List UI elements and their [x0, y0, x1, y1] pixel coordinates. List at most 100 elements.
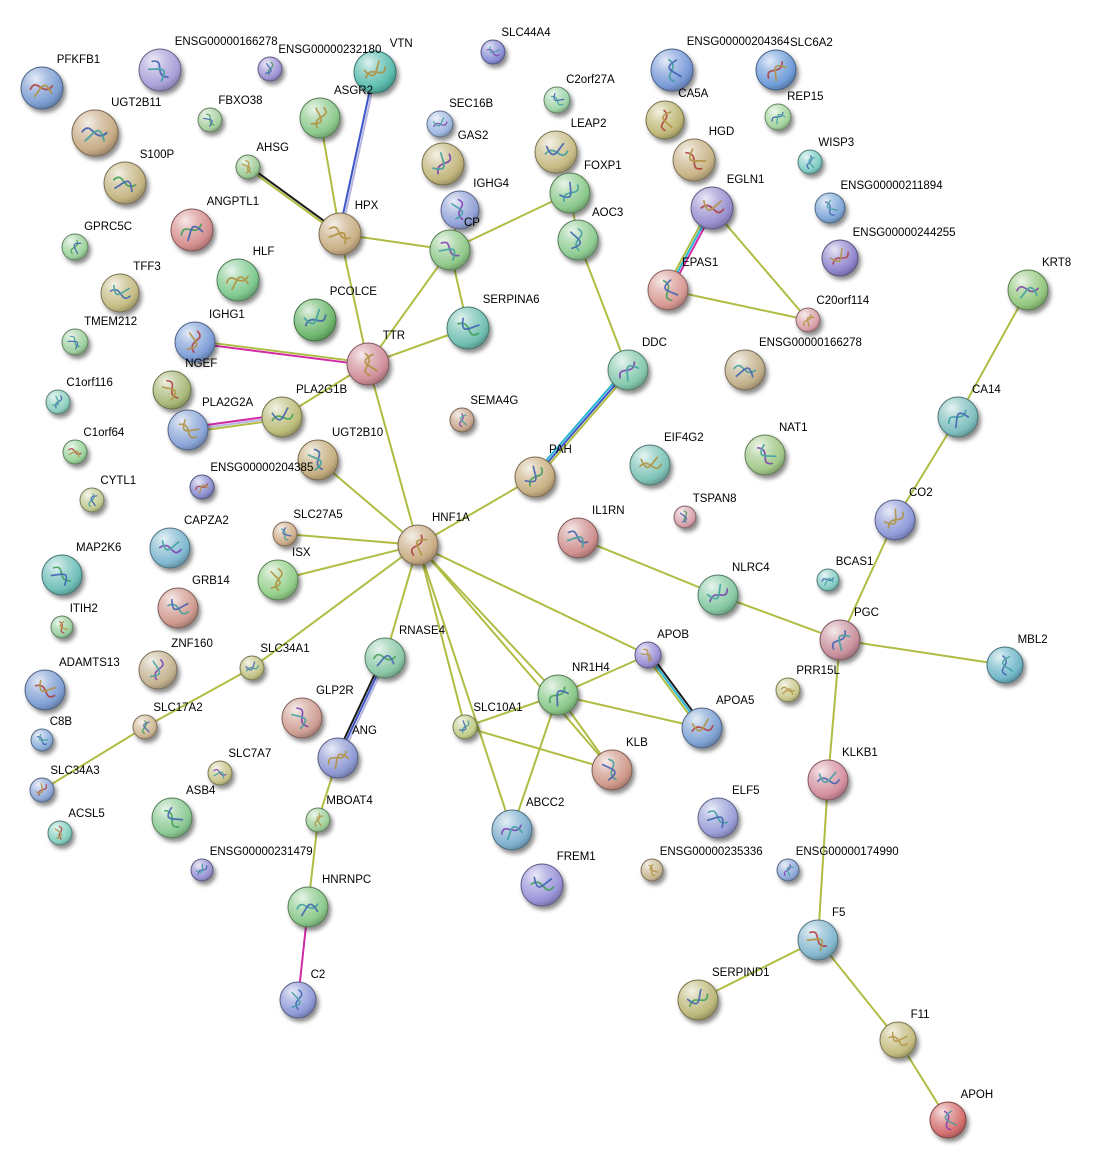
- node-VTN[interactable]: [353, 50, 397, 94]
- node-ELF5[interactable]: [697, 797, 739, 839]
- node-TFF3[interactable]: [100, 273, 140, 313]
- node-EIF4G2[interactable]: [629, 444, 671, 486]
- edge-EPAS1-C20orf114[interactable]: [667, 289, 809, 321]
- node-ENSG00000204364[interactable]: [650, 48, 694, 92]
- edge-CP-TTR[interactable]: [367, 249, 451, 365]
- node-CA5A[interactable]: [645, 100, 685, 140]
- node-F11[interactable]: [879, 1021, 917, 1059]
- node-ENSG00000231479[interactable]: [190, 858, 214, 882]
- node-RNASE4[interactable]: [364, 637, 406, 679]
- edge-SLC10A1-KLB[interactable]: [464, 726, 613, 771]
- node-MBL2[interactable]: [986, 646, 1024, 684]
- node-ENSG00000166278[interactable]: [138, 48, 182, 92]
- node-FOXP1[interactable]: [549, 172, 591, 214]
- node-LEAP2[interactable]: [534, 130, 578, 174]
- edge-HNF1A-SLC34A1[interactable]: [251, 544, 419, 669]
- node-NLRC4[interactable]: [697, 574, 739, 616]
- node-C1orf64[interactable]: [62, 439, 88, 465]
- node-ENSG00000204385[interactable]: [189, 474, 215, 500]
- node-FBXO38[interactable]: [197, 107, 223, 133]
- node-DDC[interactable]: [607, 349, 649, 391]
- node-AHSG[interactable]: [235, 154, 261, 180]
- edge-SLC17A2-SLC34A3[interactable]: [41, 726, 146, 791]
- edge-AOC3-DDC[interactable]: [577, 239, 629, 371]
- node-C2[interactable]: [279, 981, 317, 1019]
- node-IL1RN[interactable]: [557, 517, 599, 559]
- node-F5[interactable]: [797, 919, 839, 961]
- edge-IL1RN-NLRC4[interactable]: [577, 537, 719, 596]
- node-BCAS1[interactable]: [816, 568, 840, 592]
- edge-CA14-KRT8[interactable]: [957, 289, 1029, 418]
- node-ENSG00000211894[interactable]: [814, 192, 846, 224]
- node-SEC16B[interactable]: [426, 110, 454, 138]
- node-ENSG00000244255[interactable]: [821, 239, 859, 277]
- node-HNF1A[interactable]: [397, 524, 439, 566]
- node-APOA5[interactable]: [681, 707, 723, 749]
- node-MAP2K6[interactable]: [41, 554, 83, 596]
- node-KLKB1[interactable]: [807, 759, 849, 801]
- node-APOH[interactable]: [929, 1101, 967, 1139]
- node-UGT2B11[interactable]: [71, 109, 119, 157]
- node-AOC3[interactable]: [557, 219, 599, 261]
- node-NR1H4[interactable]: [537, 674, 579, 716]
- edge-EGLN1-C20orf114[interactable]: [711, 207, 809, 321]
- node-ABCC2[interactable]: [491, 809, 533, 851]
- edge-F5-F11[interactable]: [817, 939, 899, 1041]
- node-WISP3[interactable]: [797, 149, 823, 175]
- edge-CP-FOXP1[interactable]: [449, 192, 571, 251]
- node-ASB4[interactable]: [151, 797, 193, 839]
- node-CA14[interactable]: [937, 396, 979, 438]
- node-MBOAT4[interactable]: [305, 807, 331, 833]
- node-NGEF[interactable]: [152, 370, 192, 410]
- node-PLA2G1B[interactable]: [261, 396, 303, 438]
- node-SLC10A1[interactable]: [452, 714, 478, 740]
- edge-HNF1A-ABCC2[interactable]: [417, 544, 513, 831]
- node-ISX[interactable]: [257, 559, 299, 601]
- node-CYTL1[interactable]: [79, 487, 105, 513]
- node-IGHG4[interactable]: [440, 190, 480, 230]
- node-TSPAN8[interactable]: [673, 505, 697, 529]
- node-GPRC5C[interactable]: [61, 233, 89, 261]
- node-ENSG00000232180[interactable]: [257, 56, 283, 82]
- node-SLC17A2[interactable]: [132, 714, 158, 740]
- node-C8B[interactable]: [30, 728, 54, 752]
- edge-HPX-TTR[interactable]: [339, 233, 369, 365]
- node-SEMA4G[interactable]: [449, 407, 475, 433]
- node-HLF[interactable]: [216, 258, 260, 302]
- node-CP[interactable]: [429, 229, 471, 271]
- node-SLC27A5[interactable]: [272, 521, 298, 547]
- node-GRB14[interactable]: [157, 587, 199, 629]
- edge-F5-SERPIND1[interactable]: [697, 939, 819, 1001]
- node-IGHG1[interactable]: [174, 321, 216, 363]
- edge-PAH-DDC[interactable]: [532, 367, 631, 480]
- edge-HNF1A-SLC10A1[interactable]: [417, 544, 466, 728]
- node-ZNF160[interactable]: [138, 650, 178, 690]
- node-PLA2G2A[interactable]: [167, 409, 209, 451]
- node-PCOLCE[interactable]: [293, 298, 337, 342]
- edge-HNF1A-NR1H4[interactable]: [417, 544, 559, 696]
- node-ANG[interactable]: [317, 737, 359, 779]
- edge-VTN-HPX[interactable]: [337, 70, 378, 236]
- edge-NLRC4-PGC[interactable]: [717, 594, 841, 641]
- node-HNRNPC[interactable]: [287, 886, 329, 928]
- edge-HNF1A-ISX[interactable]: [277, 544, 419, 581]
- node-GLP2R[interactable]: [281, 697, 323, 739]
- node-PFKFB1[interactable]: [20, 66, 64, 110]
- node-TTR[interactable]: [346, 342, 390, 386]
- node-PGC[interactable]: [819, 619, 861, 661]
- node-SERPINA6[interactable]: [446, 306, 490, 350]
- edge-PGC-MBL2[interactable]: [839, 639, 1006, 666]
- node-S100P[interactable]: [103, 161, 147, 205]
- node-FREM1[interactable]: [520, 863, 564, 907]
- node-NAT1[interactable]: [744, 434, 786, 476]
- node-GAS2[interactable]: [421, 142, 465, 186]
- edge-PGC-KLKB1[interactable]: [827, 639, 841, 781]
- node-HPX[interactable]: [318, 212, 362, 256]
- node-ENSG00000166278_2[interactable]: [724, 349, 766, 391]
- edge-TTR-IGHG1[interactable]: [193, 339, 370, 367]
- node-EGLN1[interactable]: [690, 186, 734, 230]
- node-APOB[interactable]: [634, 641, 662, 669]
- edge-NR1H4-APOA5[interactable]: [557, 694, 703, 729]
- edge-SLC17A2-SLC34A1[interactable]: [144, 667, 253, 728]
